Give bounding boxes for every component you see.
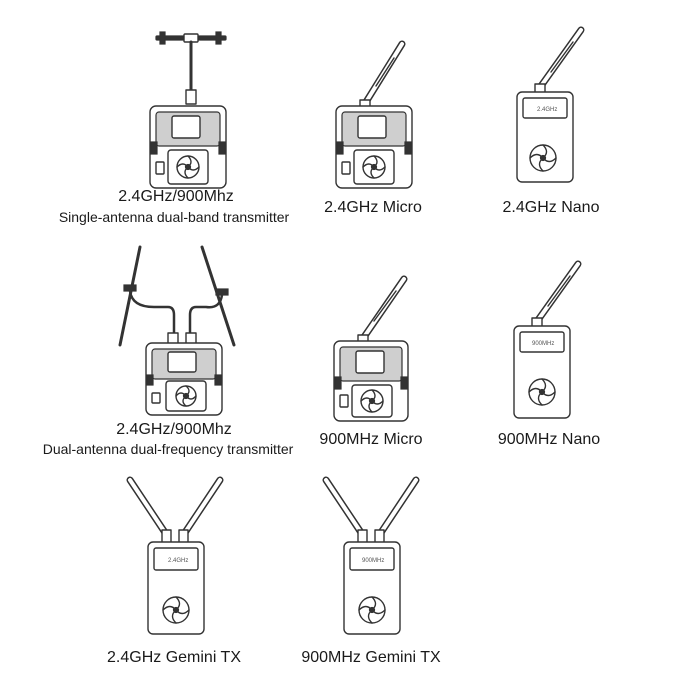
micro-24-drawing [335,40,413,189]
item5-title: 900MHz Micro [319,431,423,448]
gemini-900-badge: 900MHz [362,558,384,564]
item3-title: 2.4GHz Nano [502,199,600,216]
item8-title: 900MHz Gemini TX [301,649,441,666]
item4-title: 2.4GHz/900Mhz [116,421,232,438]
dual-antenna-dual-frequency-transmitter-drawing [118,245,236,416]
nano-900-drawing: 900MHz [513,260,582,419]
item1-title: 2.4GHz/900Mhz [118,188,234,205]
gemini-24-badge: 2.4GHz [168,558,188,564]
item1-subtitle: Single-antenna dual-band transmitter [58,209,290,225]
item2-title: 2.4GHz Micro [324,199,422,216]
single-antenna-dual-band-transmitter-drawing [149,31,227,189]
item7-title: 2.4GHz Gemini TX [107,649,241,666]
gemini-900-drawing: 900MHz [322,476,420,635]
nano-24-drawing: 2.4GHz [516,26,585,183]
micro-900-drawing [333,275,409,422]
nano-900-badge: 900MHz [532,341,554,347]
gemini-24-drawing: 2.4GHz [126,476,224,635]
item4-subtitle: Dual-antenna dual-frequency transmitter [42,441,294,457]
nano-24-badge: 2.4GHz [537,107,557,113]
item6-title: 900MHz Nano [497,431,601,448]
